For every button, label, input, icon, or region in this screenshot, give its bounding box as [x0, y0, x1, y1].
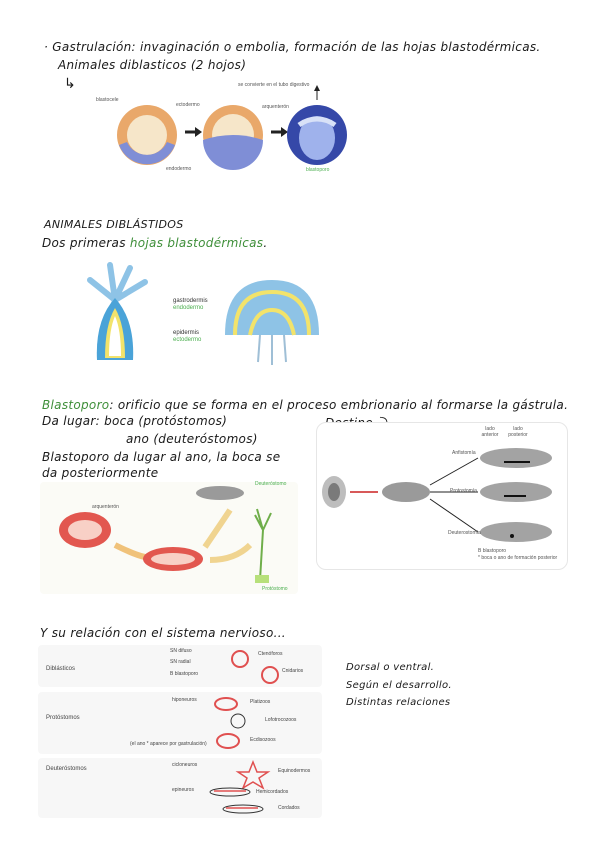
label-lado-posterior: lado posterior [508, 426, 528, 438]
diblastic-line: Animales diblasticos (2 hojos) [58, 58, 247, 72]
label-epineuros: epineuros [172, 787, 194, 793]
label-blastoporo: blastoporo [306, 167, 330, 173]
destiny-figure [322, 448, 552, 542]
item-ecdisozoos: Ecdisozoos [250, 737, 276, 743]
label-epidermis: epidermis [173, 330, 200, 336]
label-blastocele: blastocele [96, 97, 119, 103]
row-name-diblasticos: Diblásticos [46, 666, 76, 672]
label-deuterostomo: Deuteróstomo [255, 481, 287, 487]
label-anfistomia: Anfistomía [452, 450, 476, 456]
label-gastrulacion: (el ano * aparece por gastrulación) [130, 741, 207, 747]
deuterostome-icons [209, 760, 271, 814]
section-title-diblastic: ANIMALES DIBLÁSTIDOS [44, 218, 184, 231]
label-protostomo: Protóstomo [262, 586, 288, 592]
label-deuterostomia: Deuterostomía [448, 530, 481, 536]
item-equinodermos: Equinodermos [278, 768, 311, 774]
item-cnidarios: Cnidarios [282, 668, 304, 674]
note-desarrollo: Según el desarrollo. [346, 680, 452, 691]
label-arquenteron: arquenterón [262, 104, 289, 110]
label-lado-anterior: lado anterior [481, 426, 499, 438]
da-lugar-line: Da lugar: boca (protóstomos) [42, 414, 228, 428]
note-formacion: * boca o ano de formación posterior [478, 555, 558, 561]
label-gastrodermis: gastrodermis [173, 298, 208, 304]
label-arquenteron-2: arquenterón [92, 504, 119, 510]
item-lofotrocozoos: Lofotrocozoos [265, 717, 297, 723]
label-tubo-digestivo: se convierte en el tubo digestivo [238, 82, 310, 88]
gastrulation-figure [117, 85, 347, 170]
posteriormente-line: da posteriormente [42, 466, 159, 480]
row-name-deuterostomos: Deuteróstomos [46, 766, 87, 772]
item-platizoos: Platizoos [250, 699, 271, 705]
blastoporo-ano-line: Blastoporo da lugar al ano, la boca se [42, 450, 281, 464]
label-endodermo-2: endodermo [173, 305, 204, 311]
section2-subtitle: Dos primeras hojas blastodérmicas. [42, 236, 268, 250]
protostome-icons [214, 697, 246, 749]
indent-arrow: ↳ [64, 76, 77, 92]
diblastic-figure [87, 262, 319, 365]
ano-line: ano (deuteróstomos) [126, 432, 258, 446]
row-diblasticos [38, 645, 322, 687]
row-protostomos [38, 692, 322, 754]
note-dorsal-ventral: Dorsal o ventral. [346, 662, 435, 673]
item-ctenoforos: Ctenóforos [258, 651, 283, 657]
gastrulation-line: · Gastrulación: invaginación o embolia, … [44, 40, 541, 54]
label-ectodermo: ectodermo [176, 102, 200, 108]
label-ectodermo-2: ectodermo [173, 337, 202, 343]
legend-blastoporo: B blastoporo [170, 671, 199, 677]
label-endodermo: endodermo [166, 166, 192, 172]
label-hiponeuros: hiponeuros [172, 697, 197, 703]
diblastic-icons [231, 650, 279, 684]
legend-sn-difuso: SN difuso [170, 648, 192, 654]
label-protostomia: Protostomía [450, 488, 477, 494]
note-relaciones: Distintas relaciones [346, 697, 451, 708]
development-figure [59, 486, 272, 583]
row-name-protostomos: Protóstomos [46, 715, 80, 721]
label-cicloneuros: cicloneuros [172, 762, 198, 768]
item-hemicordados: Hemicordados [256, 789, 289, 795]
row-deuterostomos [38, 758, 322, 818]
blastoporo-definition: Blastoporo: orificio que se forma en el … [42, 398, 569, 412]
legend-sn-radial: SN radial [170, 659, 191, 665]
nervous-system-title: Y su relación con el sistema nervioso... [40, 626, 286, 640]
note-blastoporo: B blastoporo [478, 548, 507, 554]
item-cordados: Cordados [278, 805, 300, 811]
